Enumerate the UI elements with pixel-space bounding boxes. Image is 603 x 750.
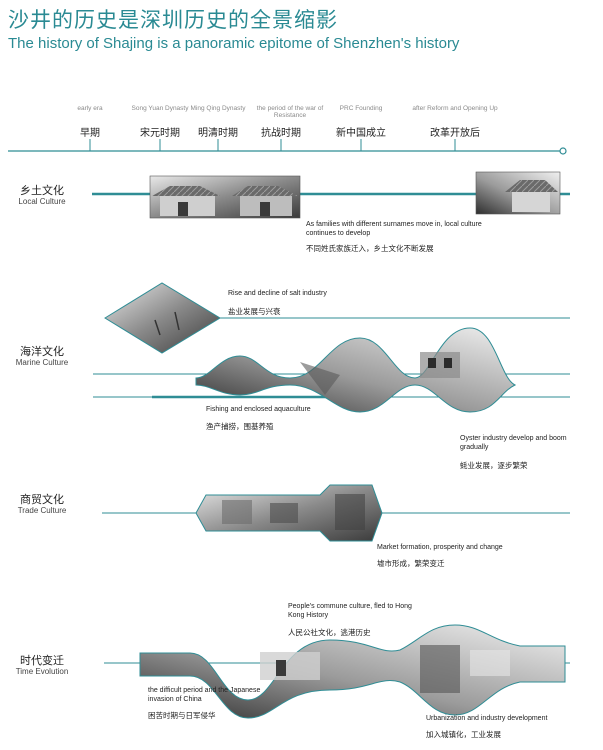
era-mingqing-en: Ming Qing Dynasty: [190, 105, 246, 112]
market-note-cn: 墟市形成，繁荣变迁: [377, 559, 445, 568]
urbanization-note-cn: 加入城镇化，工业发展: [426, 730, 501, 739]
fishing-note-en: Fishing and enclosed aquaculture: [206, 406, 311, 413]
salt-field-photo: [104, 282, 221, 354]
era-prc-cn: 新中国成立: [336, 128, 386, 139]
page-title-en: The history of Shajing is a panoramic ep…: [8, 35, 460, 52]
era-songyuan-en: Song Yuan Dynasty: [131, 105, 189, 112]
local-culture-title-en: Local Culture: [18, 197, 66, 206]
difficult-period-note-cn: 困苦时期与日军侵华: [148, 711, 216, 720]
difficult-period-note-en: the difficult period and the Japanese in…: [148, 687, 261, 703]
era-mingqing-cn: 明清时期: [198, 128, 238, 139]
era-resistance-cn: 抗战时期: [261, 128, 301, 139]
era-early-en: early era: [77, 105, 103, 112]
fishing-note-cn: 渔产捕捞，围基养殖: [206, 422, 274, 431]
era-early-cn: 早期: [80, 128, 100, 139]
fishing-aquaculture-photo: [195, 327, 517, 413]
salt-note-en: Rise and decline of salt industry: [228, 290, 327, 297]
trade-culture-title-en: Trade Culture: [17, 506, 67, 515]
era-reform-en: after Reform and Opening Up: [412, 105, 498, 112]
local-note-cn: 不同姓氏家族迁入，乡土文化不断发展: [306, 244, 434, 253]
market-note-en: Market formation, prosperity and change: [377, 544, 503, 551]
local-note-en: As families with different surnames move…: [306, 221, 482, 237]
time-evolution-title-en: Time Evolution: [15, 667, 69, 676]
marine-culture-title-cn: 海洋文化: [20, 345, 64, 358]
page-title-cn: 沙井的历史是深圳历史的全景缩影: [8, 8, 338, 32]
urbanization-note-en: Urbanization and industry development: [426, 715, 548, 722]
local-culture-title-cn: 乡土文化: [20, 184, 64, 197]
era-reform-cn: 改革开放后: [430, 128, 480, 139]
era-songyuan-cn: 宋元时期: [140, 128, 180, 139]
main-timeline: [8, 139, 567, 155]
oyster-note-en: Oyster industry develop and boom gradual…: [460, 435, 567, 451]
era-resistance-en: the period of the war of Resistance: [256, 105, 324, 120]
oyster-note-cn: 蚝业发展，逐步繁荣: [460, 461, 528, 470]
era-prc-en: PRC Founding: [339, 105, 383, 112]
salt-note-cn: 盐业发展与兴衰: [228, 307, 281, 316]
commune-note-en: People's commune culture, fled to Hong K…: [288, 603, 412, 619]
time-evolution-band: [104, 624, 570, 719]
commune-note-cn: 人民公社文化，逃港历史: [288, 628, 371, 637]
marine-culture-band: [93, 282, 570, 413]
trade-culture-title-cn: 商贸文化: [20, 493, 64, 506]
local-culture-band: [92, 171, 570, 219]
marine-culture-title-en: Marine Culture: [15, 358, 69, 367]
trade-culture-band: [102, 484, 570, 542]
time-evolution-title-cn: 时代变迁: [20, 654, 64, 667]
